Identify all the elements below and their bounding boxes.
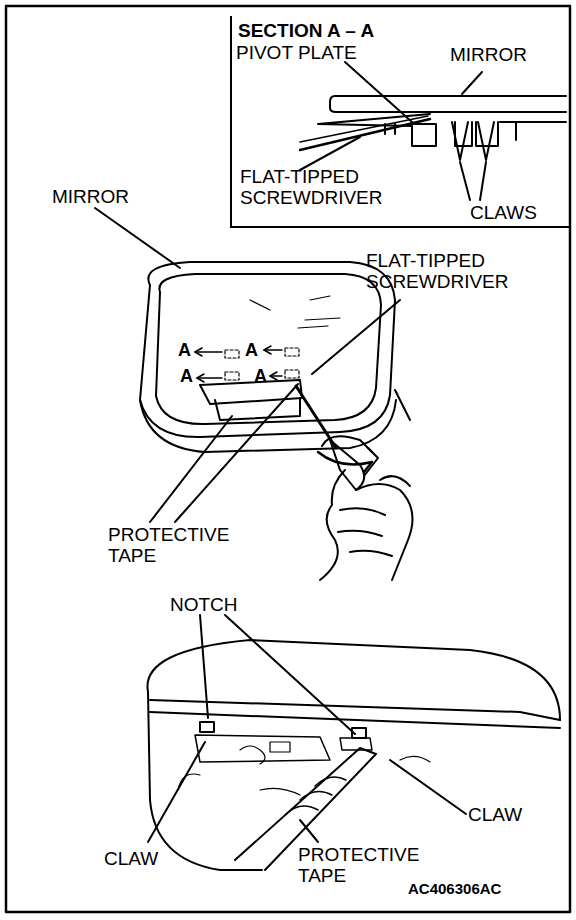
part-label: FLAT-TIPPED SCREWDRIVER [366, 250, 509, 292]
part-label: A [254, 366, 267, 387]
part-label: CLAW [468, 804, 522, 825]
part-label: A [180, 366, 193, 387]
part-label: CLAW [104, 848, 158, 869]
part-label: PROTECTIVE TAPE [108, 524, 229, 566]
part-label: CLAWS [470, 202, 537, 223]
part-label: PROTECTIVE TAPE [298, 844, 419, 886]
part-label: FLAT-TIPPED SCREWDRIVER [240, 166, 383, 208]
part-label: PIVOT PLATE [236, 42, 357, 63]
part-label: MIRROR [52, 186, 129, 207]
part-label: AC406306AC [408, 878, 501, 899]
mirror-rear-drawing [147, 615, 560, 870]
section-heading: SECTION A – A [238, 20, 564, 42]
part-label: NOTCH [170, 594, 238, 615]
part-label: MIRROR [450, 44, 527, 65]
mirror-drawing [95, 208, 413, 580]
part-label: A [245, 340, 258, 361]
part-label: A [178, 340, 191, 361]
